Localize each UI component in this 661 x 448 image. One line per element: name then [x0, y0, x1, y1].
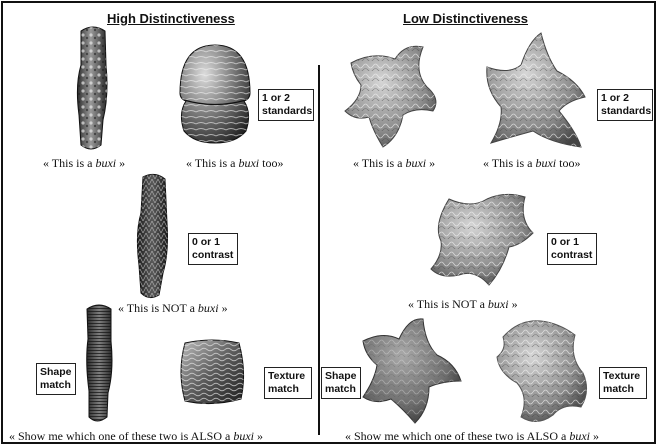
tag-line: Shape — [325, 370, 357, 383]
column-divider — [318, 65, 320, 435]
tag-line: standards — [262, 105, 310, 118]
caption-this-is-not-left: « This is NOT a buxi » — [118, 301, 228, 316]
textured-cube-icon — [177, 337, 247, 407]
caption-text: » — [219, 301, 228, 315]
tag-shape-match-right: Shape match — [321, 367, 361, 399]
heading-low-distinctiveness: Low Distinctiveness — [403, 11, 528, 26]
tag-line: contrast — [551, 249, 593, 262]
caption-this-is-right: « This is a buxi » — [353, 156, 435, 171]
tag-line: match — [268, 383, 308, 396]
irregular-blob-icon — [429, 189, 539, 289]
tag-shape-match-left: Shape match — [36, 363, 76, 395]
caption-text: » — [426, 156, 435, 170]
tag-line: Shape — [40, 366, 72, 379]
irregular-blob-icon — [481, 31, 591, 151]
caption-word: buxi — [535, 156, 556, 170]
tag-line: match — [603, 383, 643, 396]
caption-text: » — [116, 156, 125, 170]
caption-text: too» — [259, 156, 283, 170]
caption-text: » — [509, 297, 518, 311]
mushroom-dome-icon — [176, 43, 254, 143]
caption-word: buxi — [233, 429, 254, 443]
caption-text: » — [590, 429, 599, 443]
caption-word: buxi — [405, 156, 426, 170]
tag-contrast-left: 0 or 1 contrast — [188, 233, 238, 265]
irregular-blob-icon — [493, 317, 593, 427]
caption-text: « This is a — [483, 156, 535, 170]
tag-contrast-right: 0 or 1 contrast — [547, 233, 597, 265]
tag-texture-match-left: Texture match — [264, 367, 312, 399]
caption-text: « This is a — [186, 156, 238, 170]
caption-word: buxi — [238, 156, 259, 170]
caption-show-me-right: « Show me which one of these two is ALSO… — [345, 429, 599, 444]
tag-line: standards — [601, 105, 649, 118]
tag-line: Texture — [268, 370, 308, 383]
caption-text: « This is a — [43, 156, 95, 170]
caption-text: » — [254, 429, 263, 443]
caption-word: buxi — [198, 301, 219, 315]
caption-word: buxi — [488, 297, 509, 311]
caption-text: « This is NOT a — [408, 297, 488, 311]
caption-this-is-too-right: « This is a buxi too» — [483, 156, 580, 171]
tag-line: contrast — [192, 249, 234, 262]
caption-this-is-too-left: « This is a buxi too» — [186, 156, 283, 171]
caption-show-me-left: « Show me which one of these two is ALSO… — [9, 429, 263, 444]
irregular-blob-icon — [359, 317, 463, 425]
tag-line: 0 or 1 — [551, 236, 593, 249]
tag-line: 1 or 2 — [601, 92, 649, 105]
caption-word: buxi — [569, 429, 590, 443]
ribbed-cylinder-icon — [81, 301, 117, 425]
irregular-blob-icon — [343, 41, 443, 151]
spiky-cylinder-icon — [131, 173, 175, 301]
tag-line: match — [325, 383, 357, 396]
figure-frame: High Distinctiveness Low Distinctiveness — [1, 1, 656, 444]
tag-standards-right: 1 or 2 standards — [597, 89, 653, 121]
caption-text: too» — [556, 156, 580, 170]
tag-line: 1 or 2 — [262, 92, 310, 105]
heading-high-distinctiveness: High Distinctiveness — [107, 11, 235, 26]
tag-texture-match-right: Texture match — [599, 367, 647, 399]
caption-text: « This is a — [353, 156, 405, 170]
caption-text: « Show me which one of these two is ALSO… — [345, 429, 569, 443]
textured-cylinder-icon — [73, 25, 113, 153]
caption-this-is-left: « This is a buxi » — [43, 156, 125, 171]
tag-line: 0 or 1 — [192, 236, 234, 249]
caption-word: buxi — [95, 156, 116, 170]
caption-this-is-not-right: « This is NOT a buxi » — [408, 297, 518, 312]
caption-text: « Show me which one of these two is ALSO… — [9, 429, 233, 443]
tag-standards-left: 1 or 2 standards — [258, 89, 314, 121]
caption-text: « This is NOT a — [118, 301, 198, 315]
tag-line: match — [40, 379, 72, 392]
tag-line: Texture — [603, 370, 643, 383]
